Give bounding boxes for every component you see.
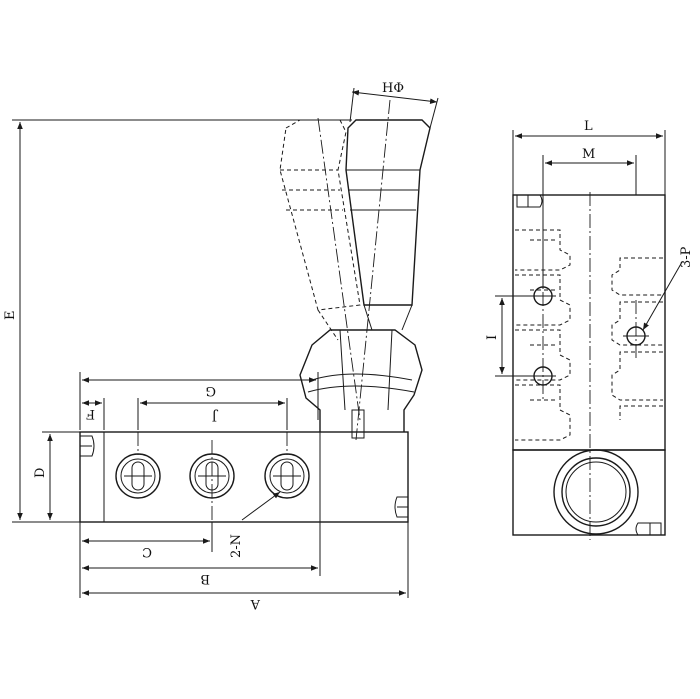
dim-label-p: 3-P xyxy=(679,246,694,268)
dim-label-i: I xyxy=(485,335,500,340)
valve-body xyxy=(79,431,409,523)
front-view: HΦ E D F J G C B xyxy=(3,81,439,611)
dim-label-c: C xyxy=(142,544,152,559)
side-top-plug xyxy=(516,194,543,208)
dim-label-l: L xyxy=(584,119,593,134)
side-bottom-plug xyxy=(635,522,662,536)
end-plug-left xyxy=(80,435,95,457)
dim-label-b: B xyxy=(200,571,210,586)
dim-label-f: F xyxy=(86,406,95,421)
port-left xyxy=(115,453,161,499)
side-view: L M I 3-P xyxy=(485,119,694,540)
dim-label-m: M xyxy=(582,147,595,162)
side-body-upper xyxy=(512,194,666,451)
side-main-port xyxy=(553,449,639,535)
dim-label-n: 2-N xyxy=(229,534,244,558)
dim-label-j: J xyxy=(212,408,219,423)
port-right xyxy=(264,453,310,499)
dim-label-g: G xyxy=(206,383,216,398)
lever-handle xyxy=(345,119,431,306)
dim-label-a: A xyxy=(250,596,261,611)
lever-collar xyxy=(299,329,423,432)
end-plug-right xyxy=(394,496,408,518)
dim-label-e: E xyxy=(3,311,18,321)
dim-label-d: D xyxy=(33,468,48,478)
lever-alt-position xyxy=(279,119,361,311)
dim-label-h: HΦ xyxy=(382,81,404,96)
